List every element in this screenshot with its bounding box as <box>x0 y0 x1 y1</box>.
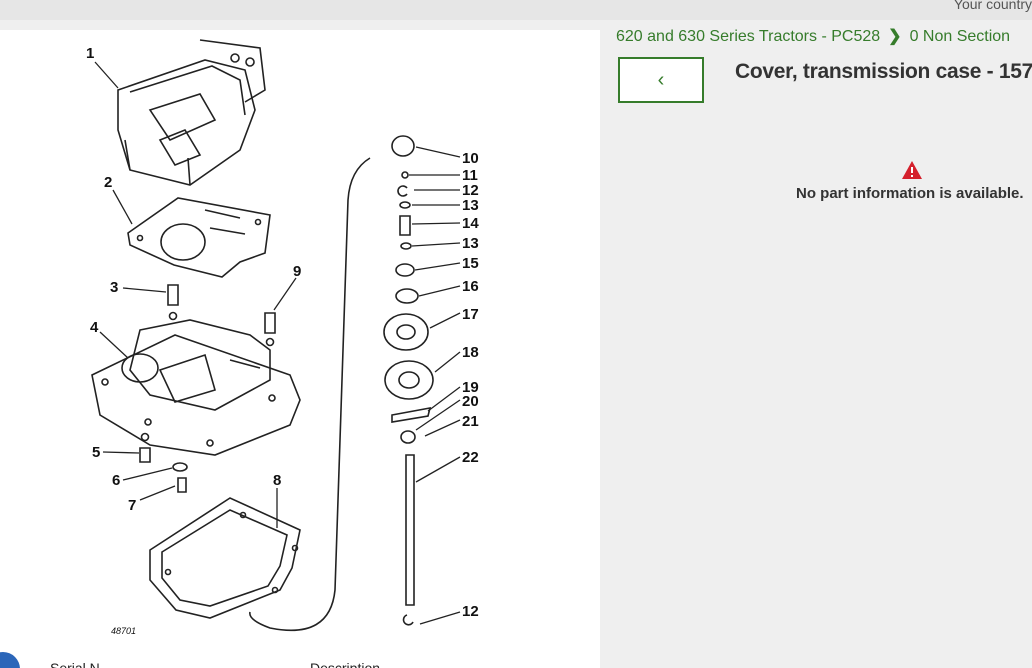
part-bolt-3 <box>167 284 179 321</box>
breadcrumb-section-link[interactable]: 0 Non Section <box>909 28 1011 45</box>
description-header: Description <box>310 660 381 668</box>
svg-text:6: 6 <box>112 472 120 489</box>
svg-text:13: 13 <box>462 235 479 252</box>
svg-text:14: 14 <box>462 215 479 232</box>
leader-lines <box>94 61 461 625</box>
svg-text:7: 7 <box>128 497 136 514</box>
svg-text:4: 4 <box>90 319 99 336</box>
svg-text:17: 17 <box>462 306 479 323</box>
country-selector[interactable]: Your country <box>953 0 1032 12</box>
svg-text:5: 5 <box>92 444 100 461</box>
part-shift-cover <box>117 39 266 186</box>
chevron-left-icon: ‹ <box>657 68 665 91</box>
part-connector-curve <box>249 157 371 632</box>
svg-text:16: 16 <box>462 278 479 295</box>
part-info-panel: 620 and 630 Series Tractors - PC528 ❯ 0 No… <box>600 20 1032 668</box>
part-gasket <box>127 197 271 278</box>
plate-number: 48701 <box>111 626 136 636</box>
svg-text:10: 10 <box>462 150 479 167</box>
svg-text:11: 11 <box>462 167 478 184</box>
page-title: Cover, transmission case - 157 <box>735 60 1032 83</box>
svg-text:2: 2 <box>104 174 112 191</box>
svg-text:12: 12 <box>462 603 479 620</box>
svg-text:13: 13 <box>462 197 479 214</box>
svg-text:9: 9 <box>293 263 301 280</box>
breadcrumb: 620 and 630 Series Tractors - PC528 ❯ 0 No… <box>616 26 1010 46</box>
svg-text:3: 3 <box>110 279 118 296</box>
svg-text:1: 1 <box>86 45 94 62</box>
svg-text:15: 15 <box>462 255 479 272</box>
warning-icon <box>901 160 923 185</box>
svg-text:8: 8 <box>273 472 281 489</box>
svg-text:20: 20 <box>462 393 479 410</box>
top-bar: Your country <box>0 0 1032 20</box>
svg-text:12: 12 <box>462 182 479 199</box>
part-shift-lever-stack <box>383 135 434 626</box>
exploded-view-illustration: 1 2 3 4 5 6 7 8 9 10 11 12 13 14 13 15 1… <box>86 39 479 636</box>
parts-diagram: 1 2 3 4 5 6 7 8 9 10 11 12 13 14 13 15 1… <box>0 30 600 668</box>
serial-number-header: Serial N <box>50 660 100 668</box>
svg-text:18: 18 <box>462 344 479 361</box>
svg-text:21: 21 <box>462 413 479 430</box>
part-bolt-9 <box>264 312 276 347</box>
back-button[interactable]: ‹ <box>618 57 704 103</box>
chevron-right-icon: ❯ <box>888 28 902 45</box>
part-pan-gasket <box>149 497 301 619</box>
svg-text:19: 19 <box>462 379 479 396</box>
breadcrumb-model-link[interactable]: 620 and 630 Series Tractors - PC528 <box>616 28 881 45</box>
callout-numbers: 1 2 3 4 5 6 7 8 9 10 11 12 13 14 13 15 1… <box>86 45 479 620</box>
no-info-message: No part information is available. <box>796 185 1024 202</box>
part-small-hardware <box>139 432 188 493</box>
help-chat-icon[interactable] <box>0 652 20 668</box>
part-cover-plate <box>91 319 301 456</box>
svg-text:22: 22 <box>462 449 479 466</box>
